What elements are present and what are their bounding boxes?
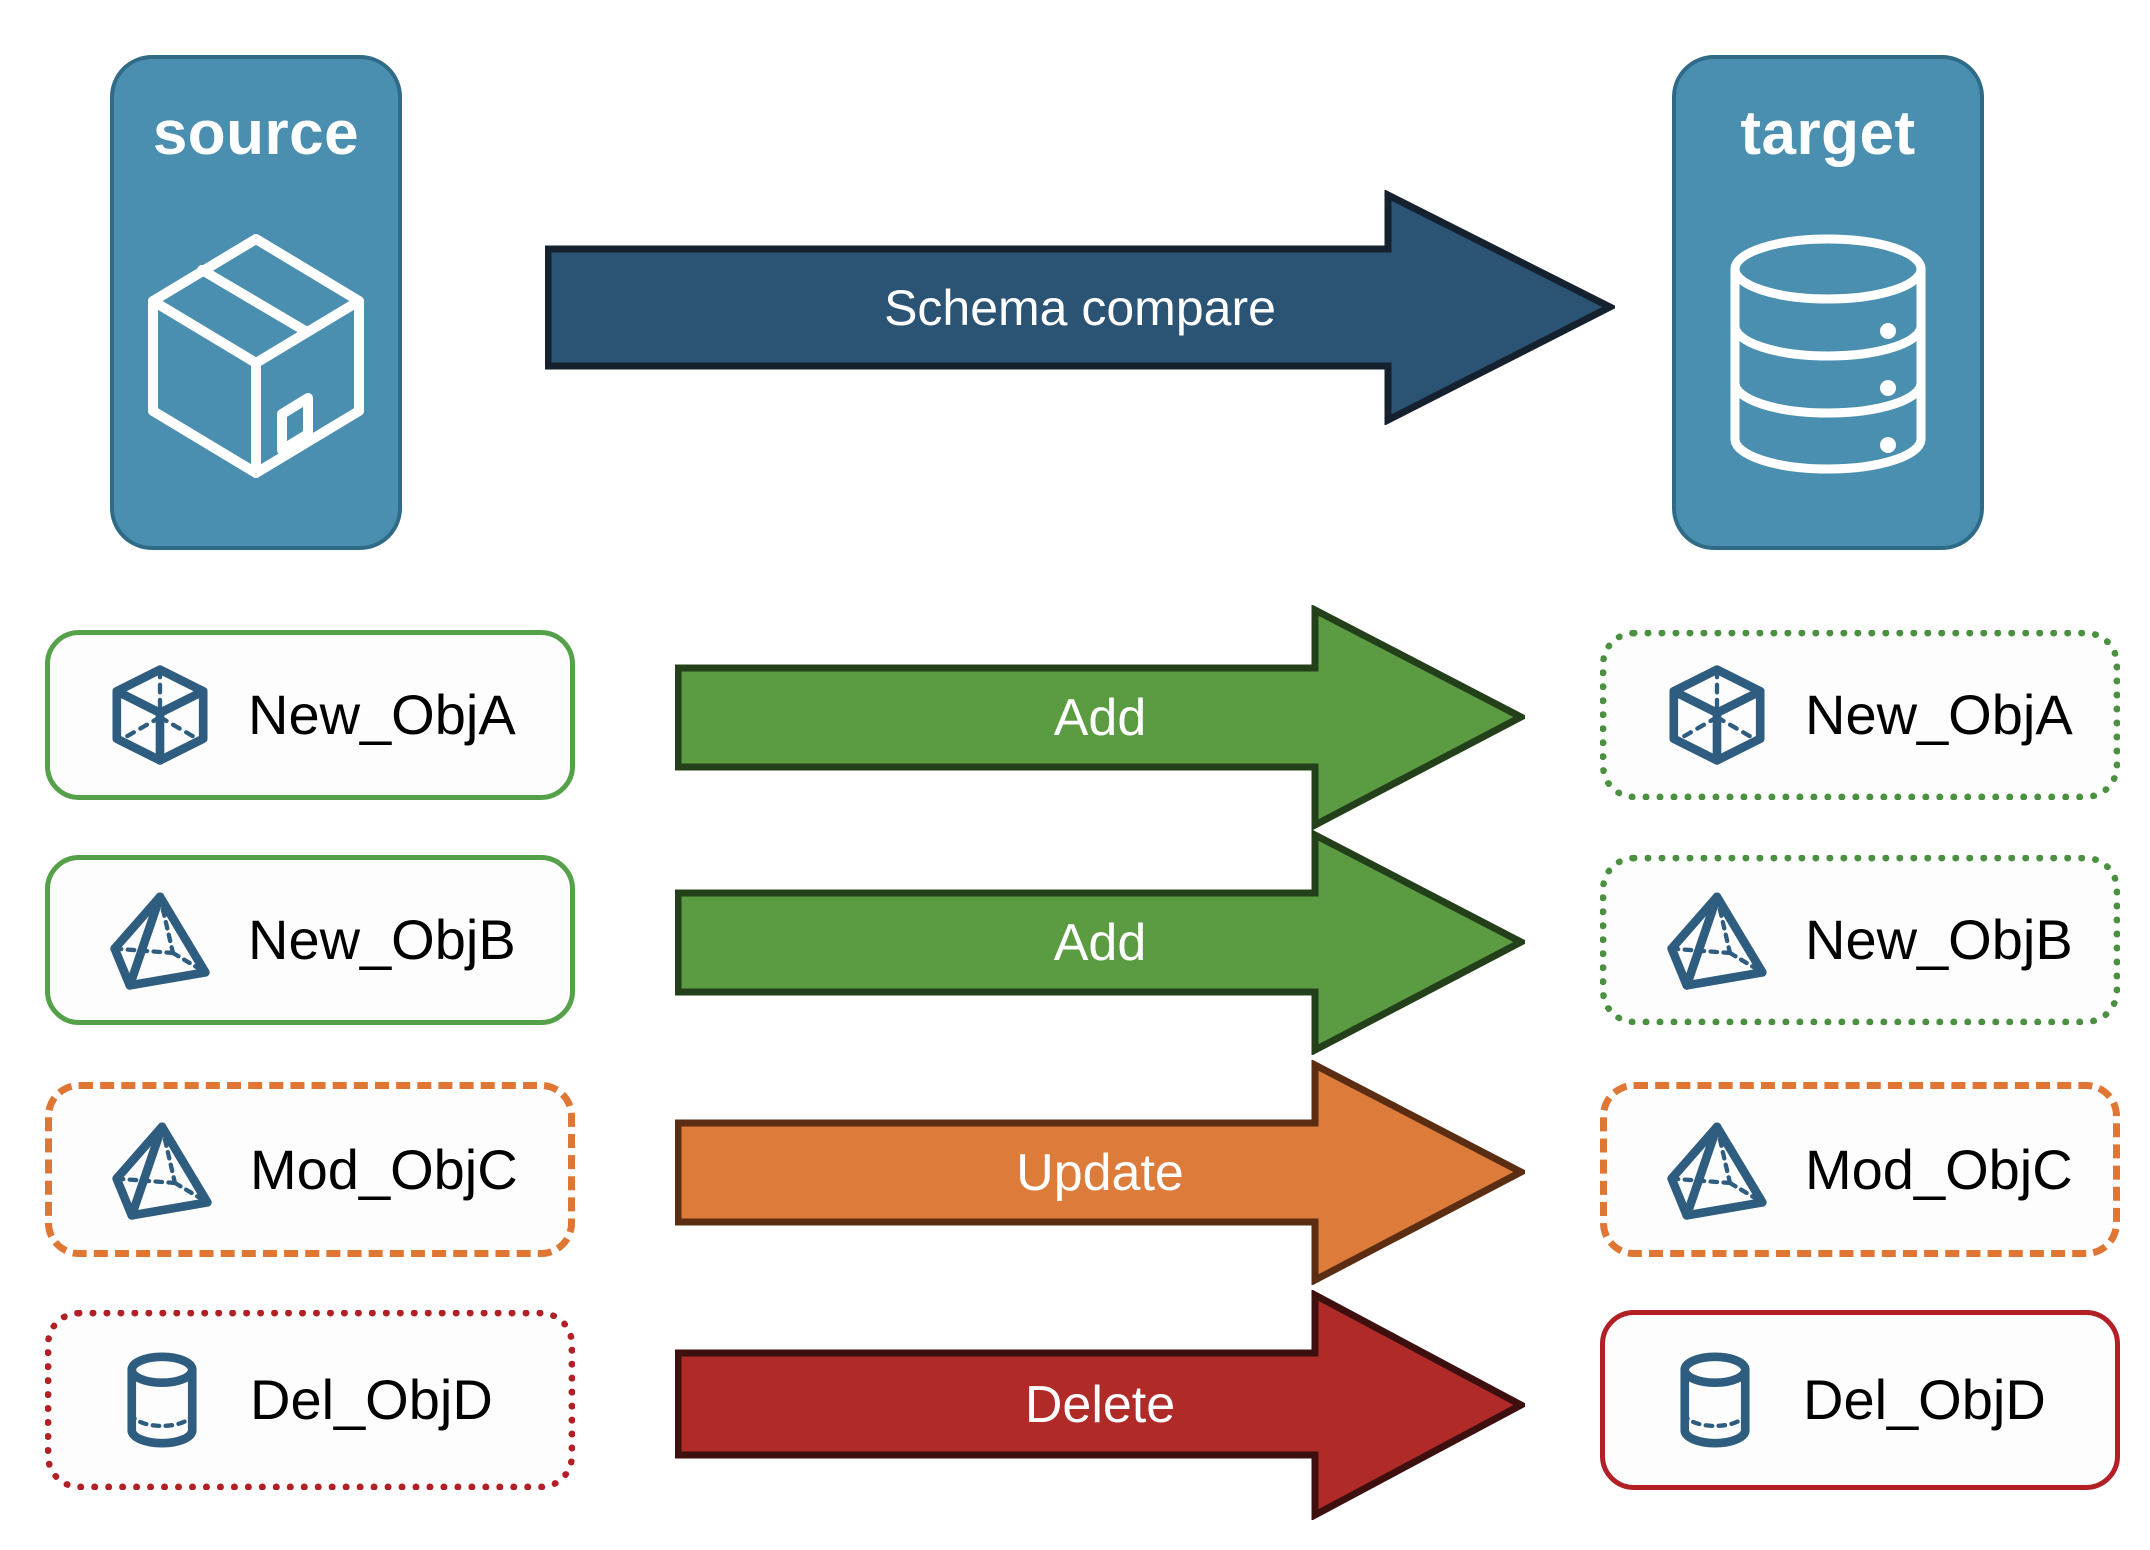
target-object-card[interactable]: Del_ObjD xyxy=(1600,1310,2120,1490)
object-row: New_ObjA Add New_ObjA xyxy=(0,604,2150,831)
action-arrow-update[interactable]: Update xyxy=(674,1059,1529,1286)
source-object-card[interactable]: New_ObjB xyxy=(45,855,575,1025)
package-box-icon xyxy=(114,165,398,546)
action-arrow-add[interactable]: Add xyxy=(674,604,1529,831)
object-row: New_ObjB Add New_ObjB xyxy=(0,829,2150,1056)
target-object-label: Del_ObjD xyxy=(1803,1368,2046,1431)
action-arrow-shape xyxy=(674,1289,1529,1521)
action-arrow-add[interactable]: Add xyxy=(674,829,1529,1056)
cube-wireframe-icon xyxy=(112,665,208,765)
action-arrow-shape xyxy=(674,1059,1529,1286)
source-object-card[interactable]: Del_ObjD xyxy=(45,1310,575,1490)
pyramid-wireframe-icon xyxy=(1667,1121,1767,1220)
target-object-card[interactable]: Mod_ObjC xyxy=(1600,1082,2120,1257)
action-arrow-shape xyxy=(674,604,1529,831)
endpoint-title-target: target xyxy=(1740,99,1916,168)
database-cylinder-icon xyxy=(1676,165,1980,546)
source-object-label: Del_ObjD xyxy=(250,1368,493,1431)
action-arrow-delete[interactable]: Delete xyxy=(674,1289,1529,1521)
target-object-label: New_ObjA xyxy=(1805,683,2073,746)
source-object-label: New_ObjB xyxy=(248,908,516,971)
object-row: Mod_ObjC Update Mod_ObjC xyxy=(0,1059,2150,1286)
endpoint-card-target[interactable]: target xyxy=(1672,55,1984,550)
target-object-card[interactable]: New_ObjA xyxy=(1600,630,2120,800)
pyramid-wireframe-icon xyxy=(112,1121,212,1220)
schema-compare-arrow[interactable]: Schema compare xyxy=(544,189,1618,426)
endpoint-title-source: source xyxy=(152,99,360,168)
cylinder-wireframe-icon xyxy=(1680,1352,1750,1448)
source-object-card[interactable]: New_ObjA xyxy=(45,630,575,800)
endpoint-card-source[interactable]: source xyxy=(110,55,402,550)
cube-wireframe-icon xyxy=(1669,665,1765,765)
schema-compare-arrow-shape xyxy=(544,189,1618,426)
source-object-label: New_ObjA xyxy=(248,683,516,746)
pyramid-wireframe-icon xyxy=(1667,892,1767,990)
object-row: Del_ObjD Delete Del_ObjD xyxy=(0,1289,2150,1521)
source-object-label: Mod_ObjC xyxy=(250,1137,518,1201)
target-object-label: Mod_ObjC xyxy=(1805,1137,2073,1201)
source-object-card[interactable]: Mod_ObjC xyxy=(45,1082,575,1257)
target-object-card[interactable]: New_ObjB xyxy=(1600,855,2120,1025)
pyramid-wireframe-icon xyxy=(110,892,210,990)
action-arrow-shape xyxy=(674,829,1529,1056)
cylinder-wireframe-icon xyxy=(127,1352,197,1448)
target-object-label: New_ObjB xyxy=(1805,908,2073,971)
